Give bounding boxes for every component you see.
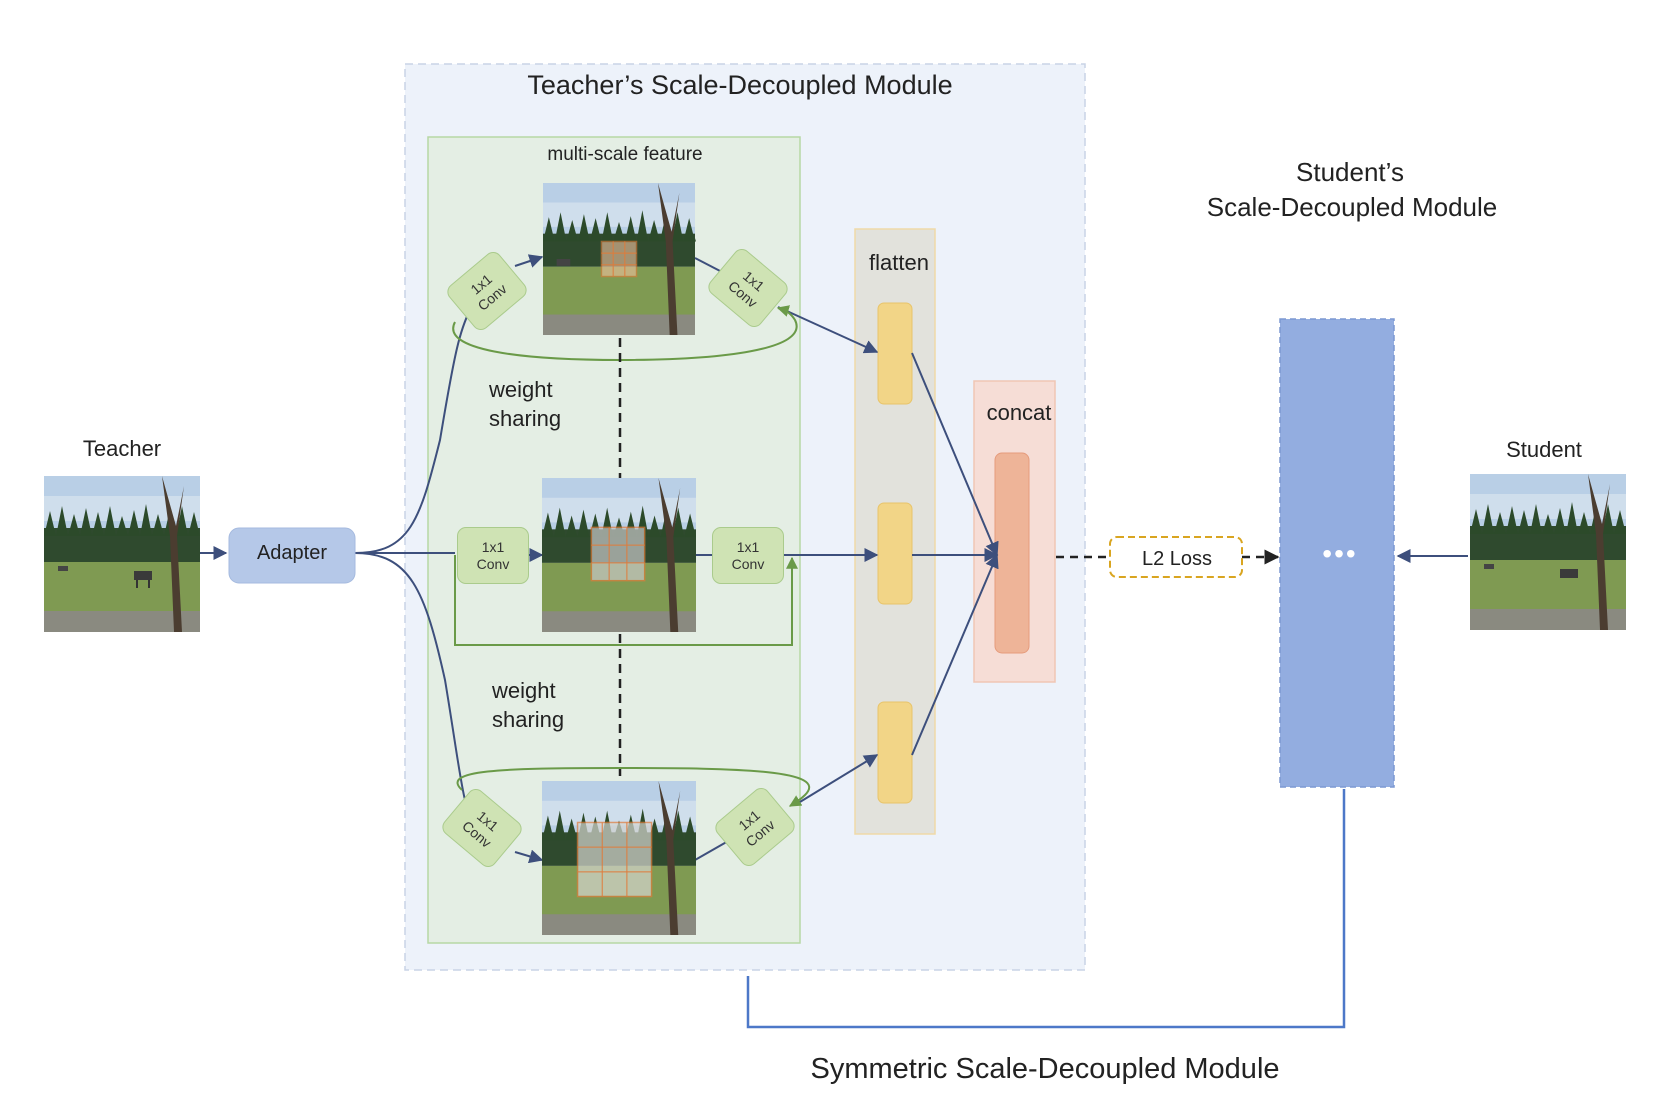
flatten-top-to-concat bbox=[911, 352, 999, 557]
student-module-title-line1: Student’s bbox=[1296, 157, 1404, 187]
student-module-block bbox=[1279, 318, 1395, 788]
concat-label: concat bbox=[986, 400, 1052, 425]
field-photo-icon bbox=[542, 478, 696, 632]
l2-loss-box bbox=[1109, 536, 1243, 578]
patch-grid-medium bbox=[590, 526, 646, 582]
field-photo-icon bbox=[542, 781, 696, 935]
ellipsis-icon: ••• bbox=[1322, 538, 1358, 569]
mid-residual-loop bbox=[454, 555, 798, 646]
scale-image-mid bbox=[542, 478, 696, 632]
multiscale-label: multi-scale feature bbox=[547, 144, 703, 165]
scale-image-bottom bbox=[542, 781, 696, 935]
adapter-label: Adapter bbox=[256, 542, 328, 564]
teacher-label: Teacher bbox=[82, 436, 162, 461]
flatten-token-bottom bbox=[877, 701, 913, 804]
symmetric-connector bbox=[746, 789, 1346, 1029]
patch-grid-small bbox=[600, 240, 638, 278]
top-residual-loop bbox=[452, 305, 798, 362]
field-photo-icon bbox=[543, 183, 696, 335]
adapter-to-top-branch bbox=[354, 309, 471, 554]
flatten-token-top bbox=[877, 302, 913, 405]
bottom-conv-to-flatten-arrow bbox=[794, 754, 879, 806]
adapter-to-bottom-branch bbox=[354, 552, 466, 801]
bottom-image-to-conv-line bbox=[694, 839, 731, 861]
student-label: Student bbox=[1506, 437, 1582, 462]
field-photo-icon bbox=[44, 476, 200, 632]
teacher-image bbox=[44, 476, 200, 632]
student-image bbox=[1470, 474, 1626, 630]
top-conv-to-image-arrow bbox=[514, 254, 544, 268]
field-photo-icon bbox=[1470, 474, 1626, 630]
patch-grid-large bbox=[576, 821, 653, 898]
weight-sharing-top-line2: sharing bbox=[489, 406, 562, 431]
flatten-label: flatten bbox=[869, 250, 929, 275]
flatten-token-mid bbox=[877, 502, 913, 605]
bottom-title: Symmetric Scale-Decoupled Module bbox=[810, 1053, 1280, 1085]
weight-sharing-top-line1: weight bbox=[489, 377, 553, 402]
bottom-conv-to-image-arrow bbox=[514, 849, 544, 864]
weight-sharing-bottom-line1: weight bbox=[492, 678, 556, 703]
l2-loss-label: L2 Loss bbox=[1141, 548, 1213, 570]
student-module-title-line2: Scale-Decoupled Module bbox=[1206, 192, 1498, 222]
concat-token bbox=[994, 452, 1030, 654]
top-conv-to-flatten-arrow bbox=[777, 306, 879, 354]
flatten-bottom-to-concat bbox=[911, 553, 999, 756]
adapter-box bbox=[228, 527, 356, 584]
scale-image-top bbox=[542, 183, 696, 335]
weight-sharing-bottom-line2: sharing bbox=[492, 707, 565, 732]
teacher-module-title: Teacher’s Scale-Decoupled Module bbox=[527, 70, 953, 100]
bottom-residual-loop bbox=[456, 766, 811, 807]
top-image-to-conv-line bbox=[694, 257, 723, 273]
